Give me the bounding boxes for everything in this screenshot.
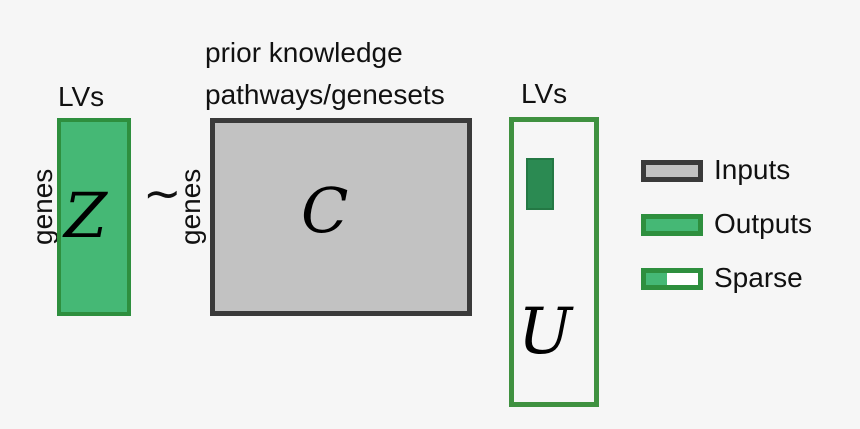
z-top-label: LVs xyxy=(58,81,105,112)
legend-label-sparse: Sparse xyxy=(714,262,803,293)
u-matrix xyxy=(509,117,599,407)
z-side-label: genes xyxy=(27,168,58,245)
c-matrix xyxy=(210,118,472,316)
legend-label-inputs: Inputs xyxy=(714,154,791,185)
legend: Inputs Outputs Sparse xyxy=(641,156,851,306)
legend-label-outputs: Outputs xyxy=(714,208,813,239)
outputs-swatch xyxy=(641,214,703,236)
legend-item-inputs: Inputs xyxy=(641,156,851,188)
c-top-label-line2: pathways/genesets xyxy=(205,79,445,110)
u-sparse-block xyxy=(526,158,554,210)
u-top-label: LVs xyxy=(521,78,568,109)
c-top-label-line1: prior knowledge xyxy=(205,37,403,68)
u-symbol: U xyxy=(518,295,572,369)
z-matrix xyxy=(57,118,131,316)
inputs-swatch xyxy=(641,160,703,182)
approx-symbol: ~ xyxy=(143,166,182,220)
sparse-swatch xyxy=(641,268,703,290)
z-symbol: Z xyxy=(64,179,108,252)
legend-item-outputs: Outputs xyxy=(641,210,851,242)
legend-item-sparse: Sparse xyxy=(641,264,851,296)
c-side-label: genes xyxy=(175,168,206,245)
c-symbol: C xyxy=(301,174,349,247)
